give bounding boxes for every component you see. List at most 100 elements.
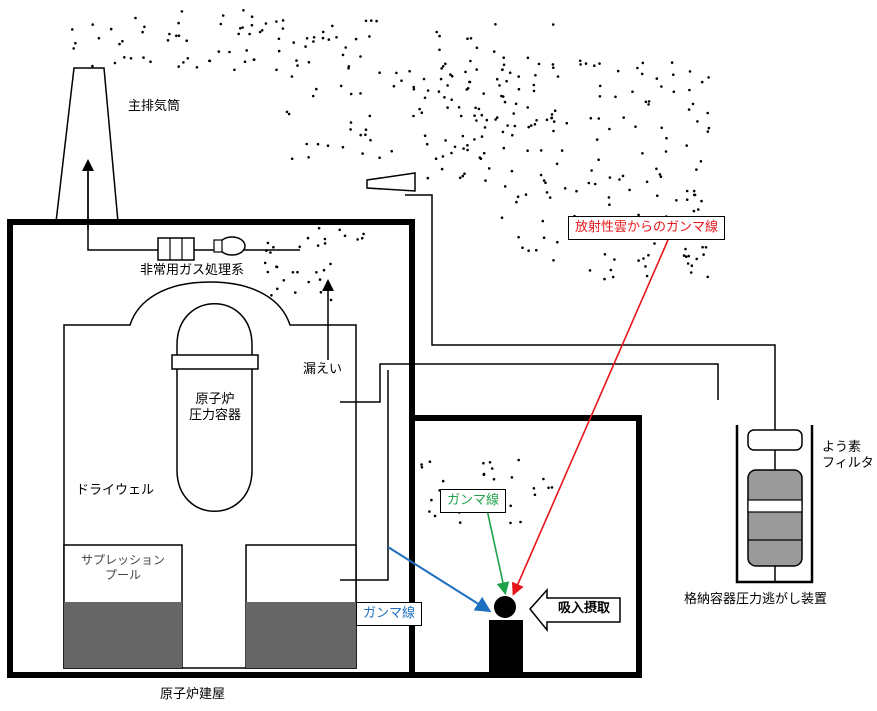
iodine-filter-line1: よう素: [822, 440, 862, 455]
particle-dot: [296, 270, 299, 274]
rpv-label: 原子炉 圧力容器: [180, 392, 250, 425]
pool-water-left: [64, 602, 182, 668]
particle-dot: [175, 34, 178, 38]
particle-dot: [647, 103, 650, 106]
particle-dot: [547, 486, 550, 490]
particle-dot: [341, 145, 345, 149]
particle-dot: [515, 200, 518, 204]
particle-dot: [697, 208, 700, 211]
rpv-flange: [171, 354, 259, 370]
particle-dot: [494, 118, 497, 121]
particle-dot: [510, 169, 514, 173]
cloud-gamma-arrow: [511, 239, 669, 596]
particle-dot: [502, 63, 506, 67]
particle-dot: [482, 472, 486, 476]
particle-dot: [691, 102, 695, 106]
particle-dot: [514, 102, 518, 106]
particle-dot: [118, 42, 121, 46]
particle-dot: [317, 226, 321, 230]
particle-dot: [305, 37, 309, 40]
particle-dot: [684, 247, 687, 251]
particle-dot: [552, 259, 555, 262]
particle-dot: [687, 108, 691, 111]
particle-dot: [307, 280, 311, 284]
particle-dot: [364, 128, 368, 131]
particle-dot: [466, 144, 469, 147]
particle-dot: [590, 169, 593, 172]
particle-dot: [420, 463, 423, 466]
particle-dot: [537, 62, 541, 66]
filter-cap: [747, 429, 803, 451]
particle-dot: [527, 249, 530, 252]
particle-dot: [545, 191, 549, 194]
emergency-gas-label: 非常用ガス処理系: [140, 263, 245, 278]
particle-dot: [420, 111, 424, 114]
particle-dot: [495, 77, 499, 81]
particle-dot: [607, 196, 611, 199]
control-room-wall: [409, 415, 642, 678]
particle-dot: [551, 23, 555, 26]
particle-dot: [121, 39, 124, 43]
particle-dot: [608, 203, 611, 206]
particle-dot: [339, 84, 343, 88]
particle-dot: [644, 265, 647, 268]
particle-dot: [326, 144, 330, 147]
particle-dot: [281, 19, 285, 22]
particle-dot: [275, 265, 278, 269]
particle-dot: [338, 228, 342, 232]
particle-dot: [97, 36, 101, 40]
particle-dot: [475, 46, 479, 50]
particle-dot: [435, 30, 439, 34]
particle-dot: [687, 254, 690, 258]
particle-dot: [685, 198, 689, 201]
particle-dot: [645, 274, 649, 278]
particle-dot: [519, 520, 522, 524]
gas-filter-unit: [157, 237, 195, 261]
particle-dot: [307, 156, 310, 159]
particle-dot: [502, 146, 506, 150]
particle-dot: [560, 149, 564, 152]
particle-dot: [517, 458, 520, 462]
particle-dot: [475, 119, 478, 122]
particle-dot: [180, 10, 184, 13]
particle-dot: [281, 27, 285, 30]
particle-dot: [465, 88, 469, 91]
particle-dot: [327, 38, 331, 41]
particle-dot: [704, 246, 708, 249]
particle-dot: [614, 95, 617, 99]
particle-dot: [588, 269, 592, 272]
particle-dot: [647, 100, 651, 103]
particle-dot: [305, 142, 309, 146]
particle-dot: [584, 62, 588, 65]
particle-dot: [446, 84, 449, 87]
particle-dot: [428, 510, 431, 513]
particle-dot: [598, 62, 601, 65]
particle-dot: [239, 27, 242, 30]
particle-dot: [529, 124, 533, 127]
particle-dot: [463, 172, 466, 175]
particle-dot: [556, 75, 560, 78]
particle-dot: [603, 253, 607, 256]
particle-dot: [433, 514, 437, 518]
particle-dot: [306, 236, 310, 240]
particle-dot: [695, 168, 698, 171]
particle-dot: [509, 521, 512, 525]
particle-dot: [275, 68, 278, 72]
particle-dot: [542, 179, 546, 182]
particle-dot: [439, 77, 443, 81]
particle-dot: [552, 129, 555, 133]
particle-dot: [539, 149, 543, 152]
iodine-filter-label: よう素 フィルタ: [822, 440, 874, 473]
particle-dot: [368, 35, 371, 38]
particle-dot: [359, 55, 362, 58]
particle-dot: [490, 467, 494, 470]
particle-dot: [438, 48, 441, 52]
particle-dot: [539, 173, 543, 177]
particle-dot: [527, 125, 530, 129]
particle-dot: [542, 236, 546, 239]
particle-dot: [453, 145, 457, 149]
particle-dot: [508, 71, 512, 75]
particle-dot: [675, 199, 678, 202]
particle-dot: [252, 58, 256, 61]
particle-dot: [534, 74, 537, 77]
